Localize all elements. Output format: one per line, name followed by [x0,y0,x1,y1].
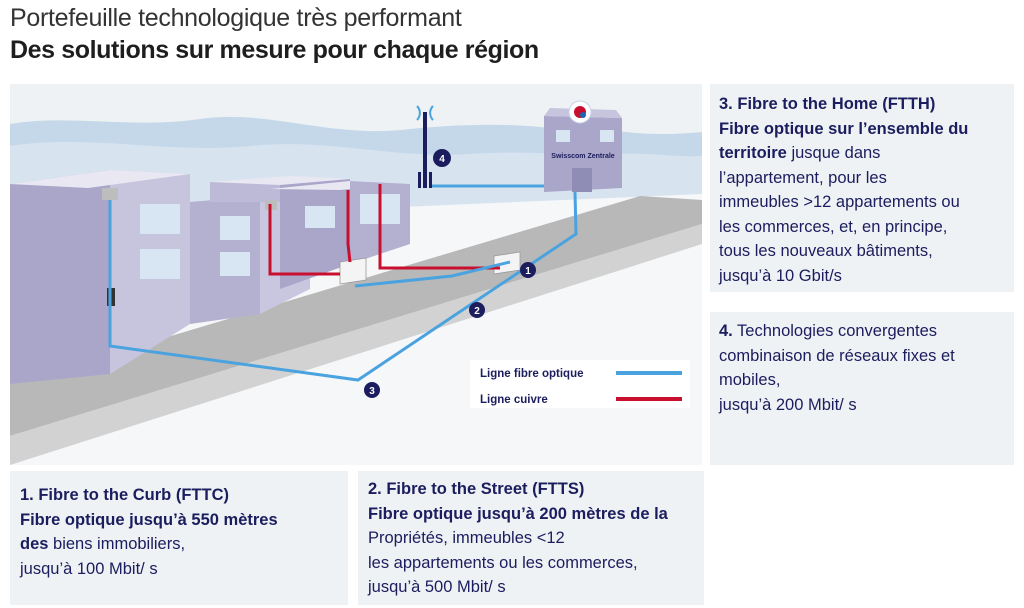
antenna-icon [416,105,434,188]
ftth-line: jusqu’à 10 Gbit/s [719,266,842,285]
ftts-bold-line: Fibre optique jusqu’à 200 mètres de la [368,504,668,523]
page-subtitle: Des solutions sur mesure pour chaque rég… [10,36,539,64]
page-title: Portefeuille technologique très performa… [10,4,462,32]
ftts-line: Propriétés, immeubles <12 [368,529,565,547]
central-office-label: Swisscom Zentrale [551,153,615,160]
fiber-lines [108,184,578,382]
converged-line: combinaison de réseaux fixes et [719,346,955,365]
svg-text:1: 1 [525,266,531,277]
copper-lines [268,184,500,276]
marker-2: 2 [469,302,485,318]
panel-ftth: 3. Fibre to the Home (FTTH) Fibre optiqu… [710,84,1014,292]
legend: Ligne fibre optique Ligne cuivre [470,360,690,408]
fttc-bold-line: Fibre optique jusqu’à 550 mètres [20,510,278,529]
panel-converged: 4. Technologies convergentes combinaison… [710,312,1014,465]
central-office-building: Swisscom Zentrale [544,100,622,192]
ftth-line: les commerces, et, en principe, [719,217,948,236]
ftth-heading: 3. Fibre to the Home (FTTH) [719,95,936,113]
ftth-bold-line: Fibre optique sur l’ensemble du [719,119,969,138]
legend-copper-label: Ligne cuivre [480,394,548,406]
svg-text:2: 2 [474,306,480,317]
ftth-line: l’appartement, pour les [719,168,887,187]
converged-line: jusqu’à 200 Mbit/ s [719,395,857,414]
ftth-line: tous les nouveaux bâtiments, [719,242,933,260]
sidewalk [10,224,702,465]
ftts-heading: 2. Fibre to the Street (FTTS) [368,480,585,498]
ftth-line: immeubles >12 appartements ou [719,193,960,211]
fttc-inline-line: des biens immobiliers, [20,535,186,553]
fttc-line: jusqu’à 100 Mbit/ s [20,559,158,578]
buildings [10,170,410,384]
panel-fttc: 1. Fibre to the Curb (FTTC) Fibre optiqu… [10,471,348,605]
ftts-line: jusqu’à 500 Mbit/ s [368,578,506,596]
panel-ftts: 2. Fibre to the Street (FTTS) Fibre opti… [358,471,704,605]
converged-first-line: 4. Technologies convergentes [719,322,938,340]
network-illustration: Swisscom Zentrale [10,84,702,465]
street [10,196,702,436]
svg-text:4: 4 [439,154,445,165]
svg-text:3: 3 [369,386,375,397]
ftts-line: les appartements ou les commerces, [368,553,638,572]
ftth-inline-line: territoire jusque dans [719,144,881,162]
fttc-heading: 1. Fibre to the Curb (FTTC) [20,486,229,504]
converged-line: mobiles, [719,371,781,389]
marker-3: 3 [364,382,380,398]
marker-1: 1 [520,262,536,278]
marker-4: 4 [433,149,451,167]
legend-fiber-label: Ligne fibre optique [480,368,584,380]
